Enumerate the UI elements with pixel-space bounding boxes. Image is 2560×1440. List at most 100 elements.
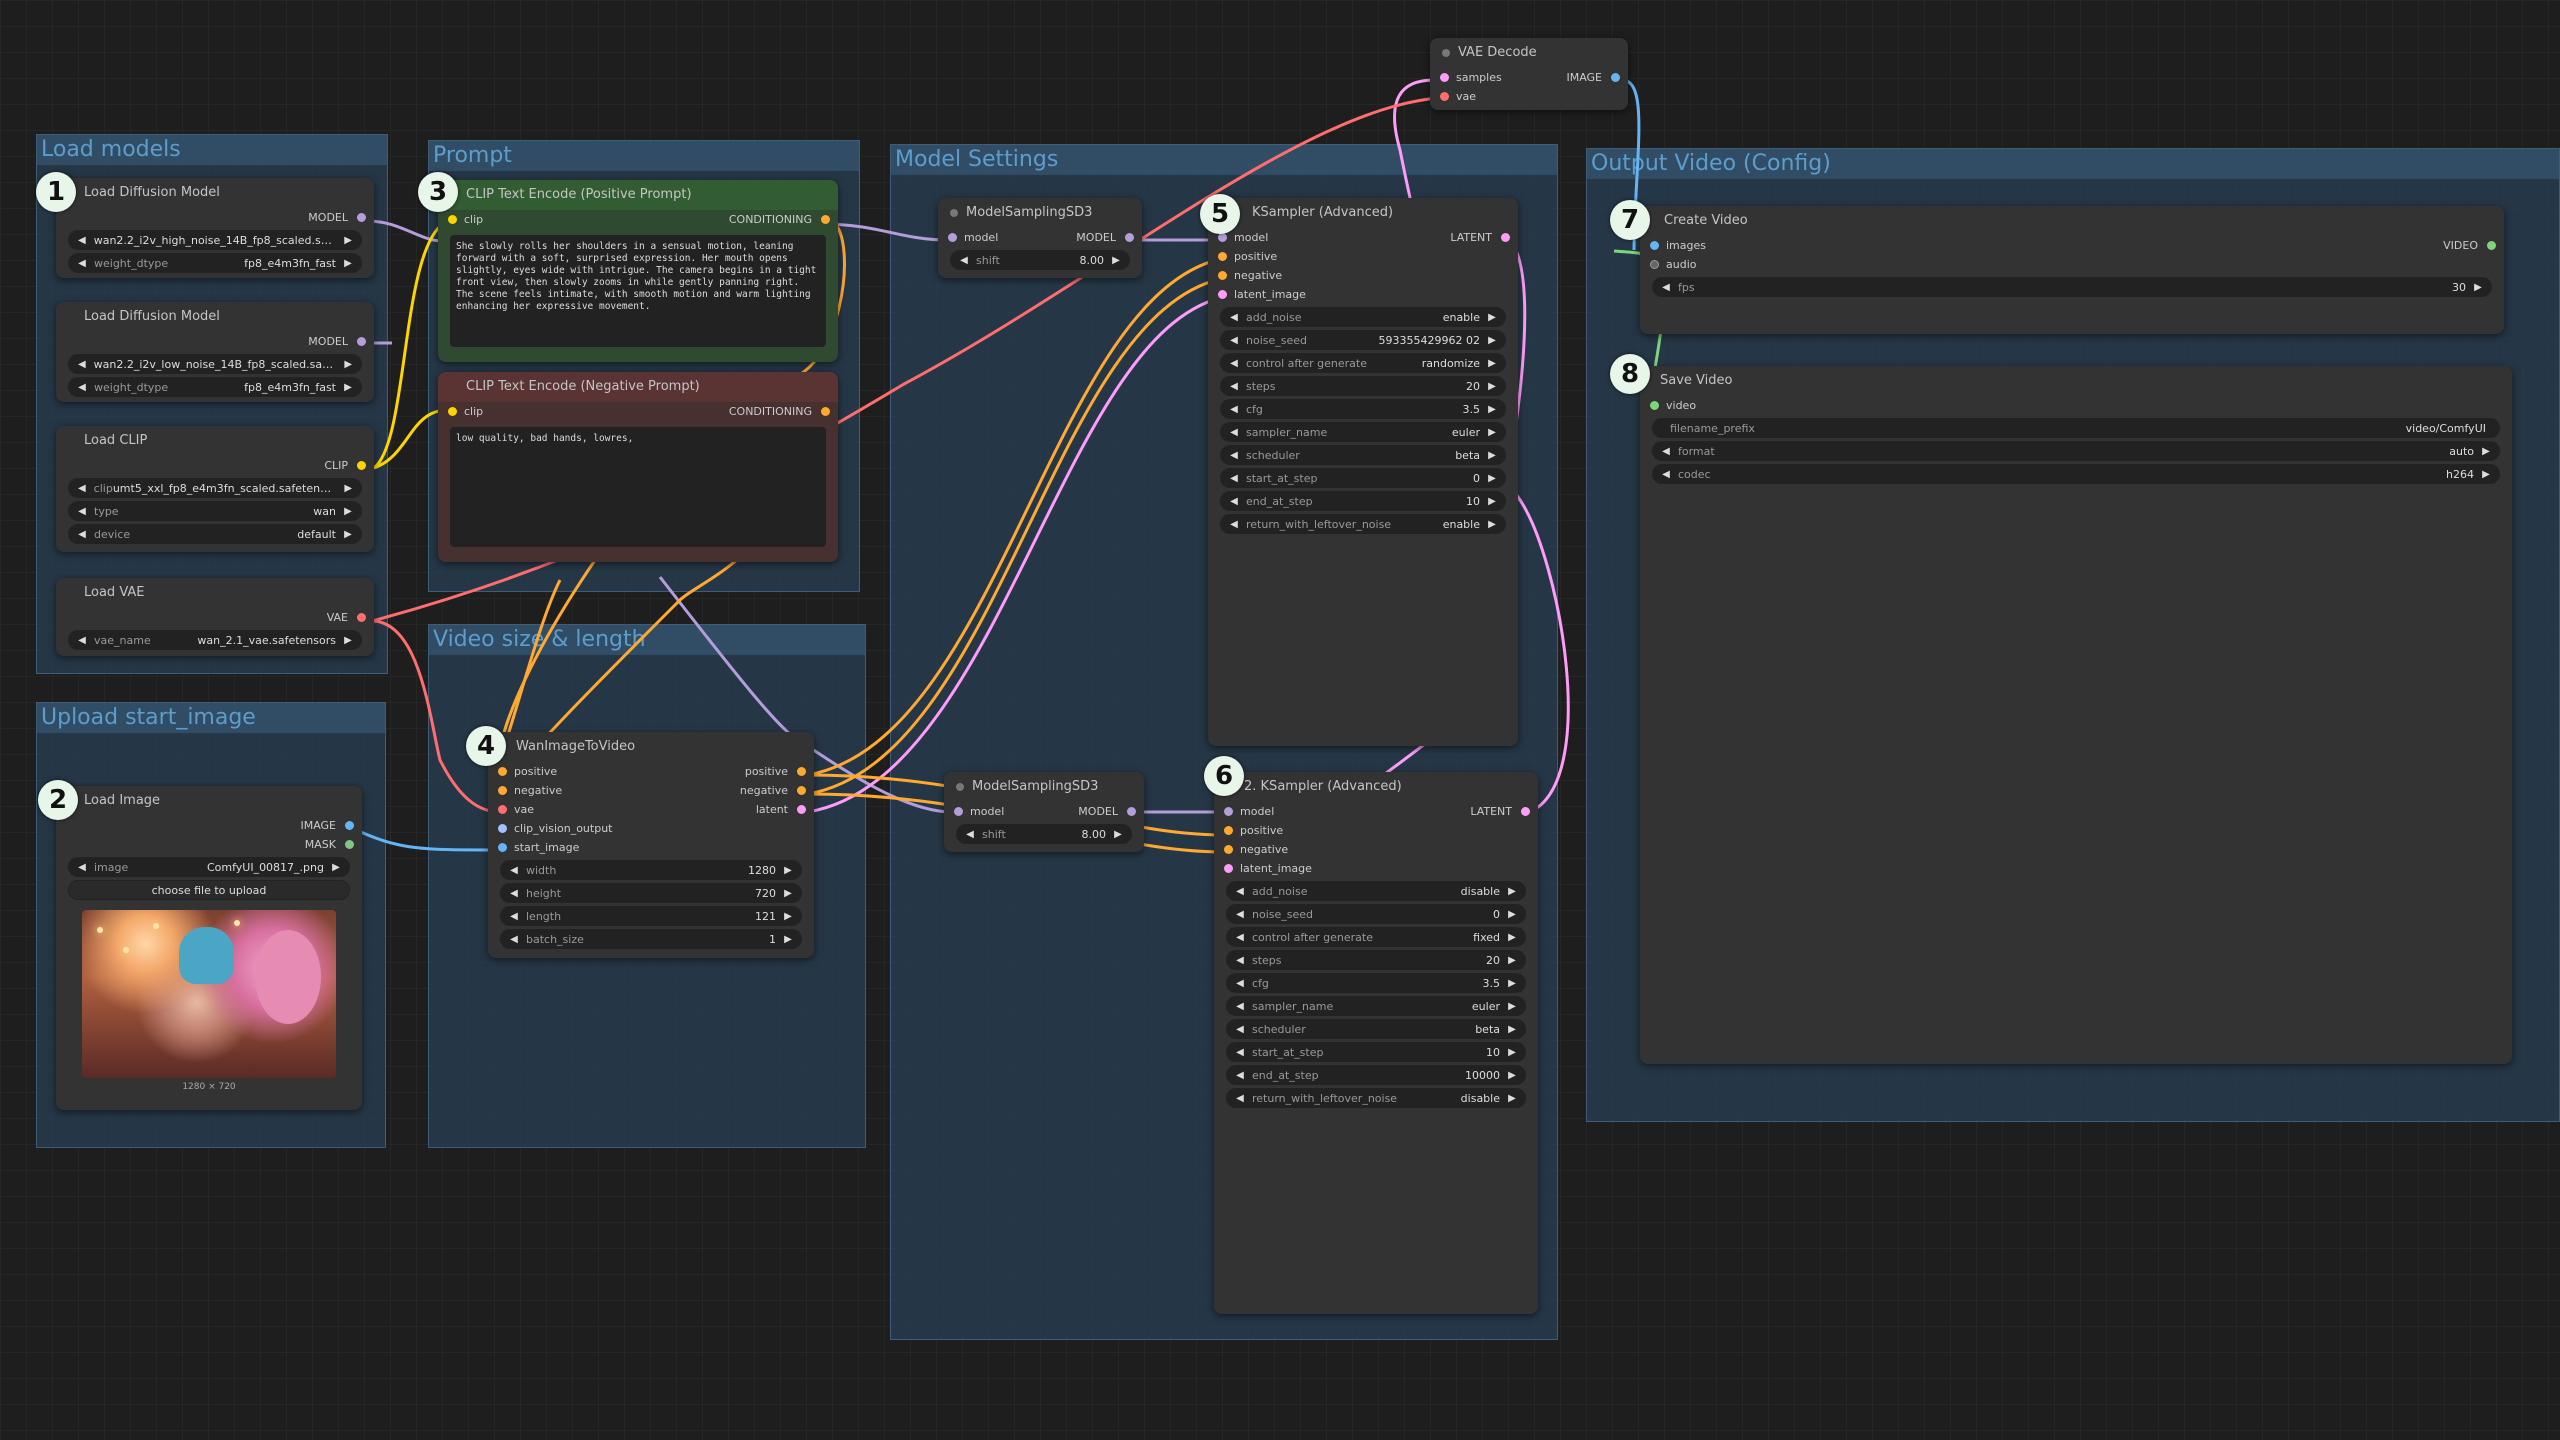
- input-latent-image[interactable]: latent_image: [1214, 859, 1312, 878]
- prompt-textarea[interactable]: low quality, bad hands, lowres,: [450, 427, 826, 547]
- arrow-right-icon[interactable]: ▶: [344, 234, 352, 246]
- output-latent[interactable]: LATENT: [1470, 802, 1538, 821]
- arrow-right-icon[interactable]: ▶: [1508, 977, 1516, 989]
- arrow-right-icon[interactable]: ▶: [332, 861, 340, 873]
- conditioning-pin-icon[interactable]: [1218, 252, 1227, 261]
- image-pin-icon[interactable]: [345, 821, 354, 830]
- arrow-right-icon[interactable]: ▶: [1508, 1092, 1516, 1104]
- latent-pin-icon[interactable]: [1218, 290, 1227, 299]
- arrow-left-icon[interactable]: ◀: [77, 358, 86, 370]
- arrow-left-icon[interactable]: ◀: [1230, 380, 1238, 392]
- arrow-left-icon[interactable]: ◀: [1662, 281, 1670, 293]
- input-vae[interactable]: vae: [488, 800, 612, 819]
- image-pin-icon[interactable]: [1611, 73, 1620, 82]
- output-model[interactable]: MODEL: [56, 332, 374, 351]
- output-conditioning[interactable]: CONDITIONING: [638, 402, 838, 421]
- arrow-right-icon[interactable]: ▶: [784, 887, 792, 899]
- node-load-diffusion-model-low[interactable]: Load Diffusion Model MODEL ◀wan2.2_i2v_l…: [56, 302, 374, 402]
- vae-pin-icon[interactable]: [1440, 92, 1449, 101]
- arrow-left-icon[interactable]: ◀: [1236, 954, 1244, 966]
- video-pin-icon[interactable]: [2487, 241, 2496, 250]
- arrow-right-icon[interactable]: ▶: [1488, 518, 1496, 530]
- input-positive[interactable]: positive: [1214, 821, 1312, 840]
- arrow-left-icon[interactable]: ◀: [1236, 1023, 1244, 1035]
- latent-pin-icon[interactable]: [797, 805, 806, 814]
- arrow-right-icon[interactable]: ▶: [344, 634, 352, 646]
- arrow-left-icon[interactable]: ◀: [1230, 495, 1238, 507]
- collapse-dot-icon[interactable]: [1442, 49, 1450, 57]
- input-model[interactable]: model: [1208, 228, 1306, 247]
- arrow-left-icon[interactable]: ◀: [78, 257, 86, 269]
- arrow-left-icon[interactable]: ◀: [960, 254, 968, 266]
- clip-pin-icon[interactable]: [357, 461, 366, 470]
- arrow-right-icon[interactable]: ▶: [1488, 426, 1496, 438]
- arrow-right-icon[interactable]: ▶: [344, 381, 352, 393]
- conditioning-pin-icon[interactable]: [1224, 845, 1233, 854]
- output-image[interactable]: IMAGE: [56, 816, 362, 835]
- model-pin-icon[interactable]: [948, 233, 957, 242]
- arrow-right-icon[interactable]: ▶: [1508, 885, 1516, 897]
- output-model[interactable]: MODEL: [1040, 228, 1142, 247]
- arrow-right-icon[interactable]: ▶: [1112, 254, 1120, 266]
- input-video[interactable]: video: [1640, 396, 2512, 415]
- model-pin-icon[interactable]: [1218, 233, 1227, 242]
- arrow-left-icon[interactable]: ◀: [1230, 426, 1238, 438]
- input-negative[interactable]: negative: [488, 781, 612, 800]
- input-clip[interactable]: clip: [438, 210, 638, 229]
- input-positive[interactable]: positive: [1208, 247, 1306, 266]
- output-negative[interactable]: negative: [740, 781, 814, 800]
- model-pin-icon[interactable]: [357, 213, 366, 222]
- arrow-left-icon[interactable]: ◀: [510, 910, 518, 922]
- conditioning-pin-icon[interactable]: [821, 215, 830, 224]
- arrow-left-icon[interactable]: ◀: [77, 482, 86, 494]
- output-latent[interactable]: LATENT: [1450, 228, 1518, 247]
- arrow-right-icon[interactable]: ▶: [1508, 1046, 1516, 1058]
- output-model[interactable]: MODEL: [1044, 802, 1144, 821]
- arrow-left-icon[interactable]: ◀: [1236, 931, 1244, 943]
- node-wan-image-to-video[interactable]: WanImageToVideo positive negative vae cl…: [488, 732, 814, 958]
- arrow-left-icon[interactable]: ◀: [1236, 1046, 1244, 1058]
- model-pin-icon[interactable]: [954, 807, 963, 816]
- arrow-left-icon[interactable]: ◀: [78, 505, 86, 517]
- clip-pin-icon[interactable]: [448, 407, 457, 416]
- input-latent-image[interactable]: latent_image: [1208, 285, 1306, 304]
- conditioning-pin-icon[interactable]: [1224, 826, 1233, 835]
- upload-button[interactable]: choose file to upload: [68, 880, 350, 900]
- arrow-right-icon[interactable]: ▶: [1114, 828, 1122, 840]
- conditioning-pin-icon[interactable]: [821, 407, 830, 416]
- widget-unet-name[interactable]: ◀wan2.2_i2v_low_noise_14B_fp8_scaled.saf…: [68, 354, 362, 374]
- arrow-right-icon[interactable]: ▶: [1488, 357, 1496, 369]
- input-start-image[interactable]: start_image: [488, 838, 612, 857]
- output-model[interactable]: MODEL: [56, 208, 374, 227]
- image-pin-icon[interactable]: [1650, 241, 1659, 250]
- latent-pin-icon[interactable]: [1224, 864, 1233, 873]
- arrow-right-icon[interactable]: ▶: [344, 505, 352, 517]
- arrow-right-icon[interactable]: ▶: [1488, 449, 1496, 461]
- arrow-right-icon[interactable]: ▶: [344, 358, 353, 370]
- arrow-right-icon[interactable]: ▶: [1508, 931, 1516, 943]
- collapse-dot-icon[interactable]: [950, 209, 958, 217]
- node-vae-decode[interactable]: VAE Decode samples vae IMAGE: [1430, 38, 1628, 110]
- arrow-right-icon[interactable]: ▶: [1508, 1023, 1516, 1035]
